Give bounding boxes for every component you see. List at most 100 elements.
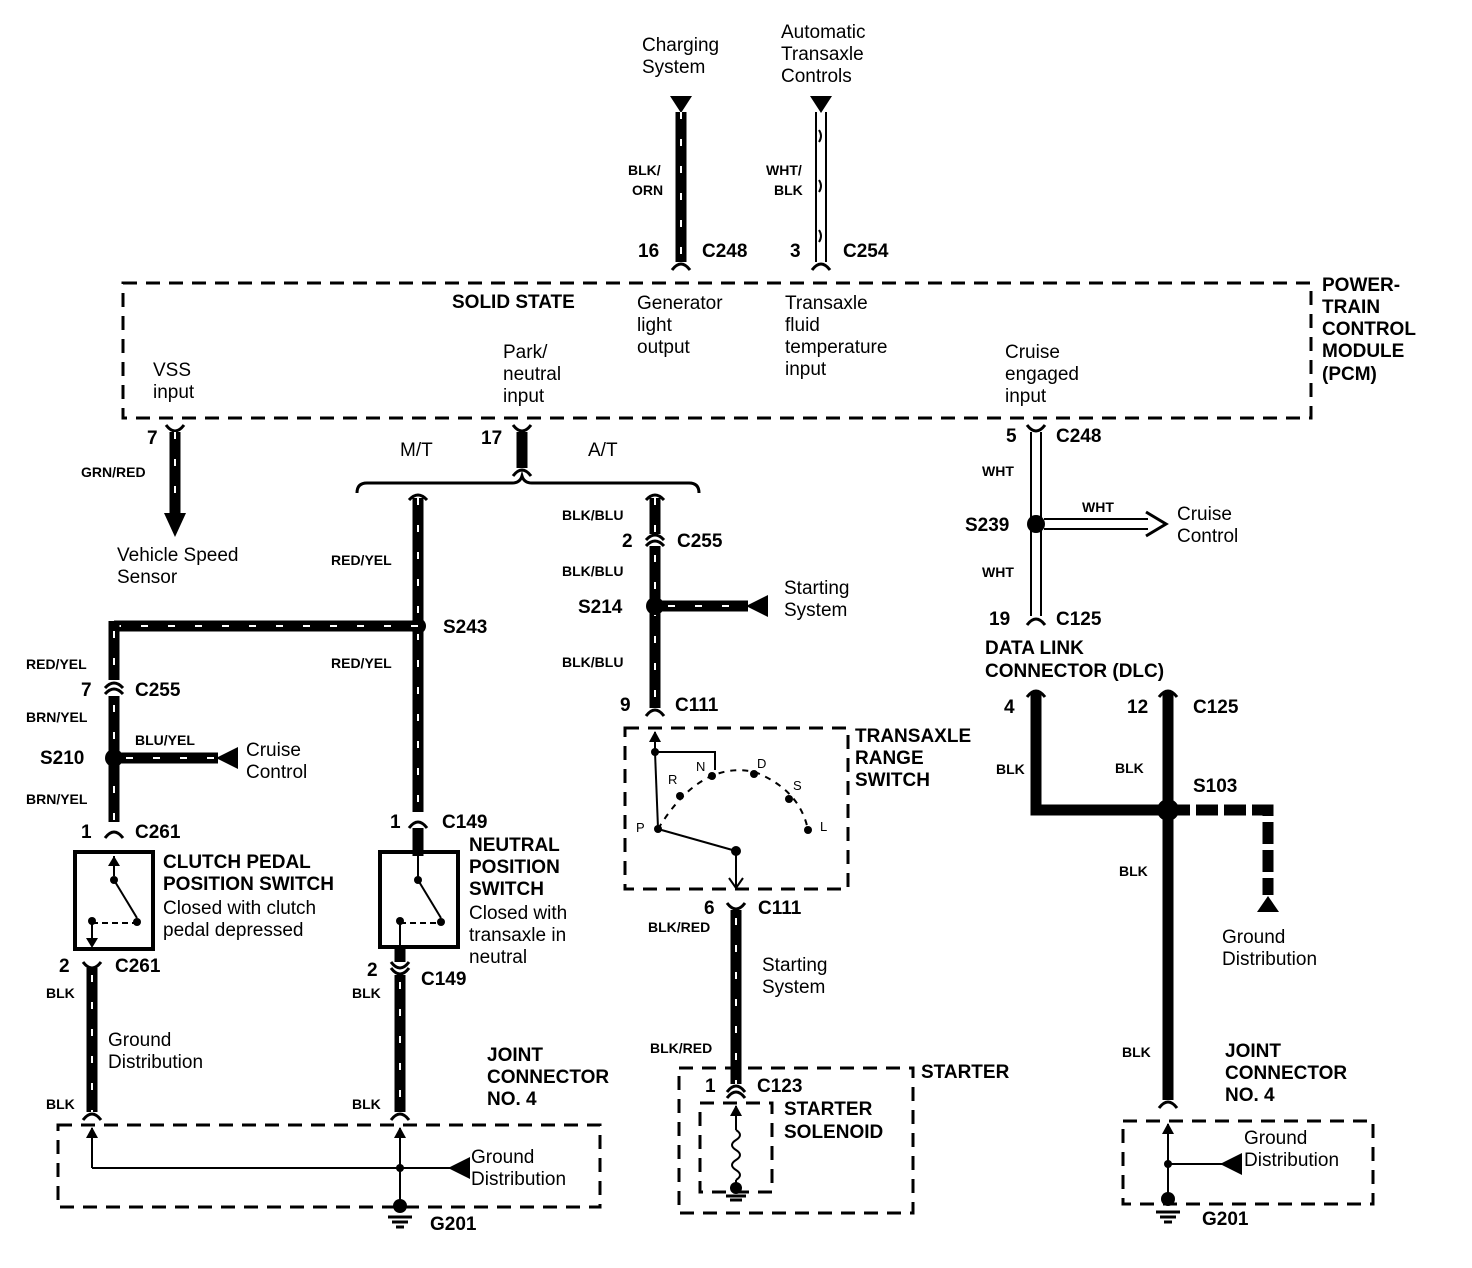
gen-label-1: Generator	[637, 293, 723, 314]
blk-dlc-2: BLK	[1115, 760, 1144, 776]
pos-d: D	[757, 756, 766, 771]
trs-title-1: TRANSAXLE	[855, 726, 971, 747]
cruise-mt-2: Control	[246, 762, 307, 783]
starting-1: Starting	[784, 578, 849, 599]
nps-desc-1: Closed with	[469, 903, 567, 924]
brn-yel-label-1: BRN/YEL	[26, 709, 88, 725]
blk-mt-3: BLK	[352, 985, 381, 1001]
red-yel-label-3: RED/YEL	[26, 656, 87, 672]
jc4-right-box	[1121, 1119, 1375, 1206]
s210-label: S210	[40, 748, 84, 769]
gen-label-3: output	[637, 337, 691, 358]
blk-orn-label-2: ORN	[632, 182, 663, 198]
tft-label-2: fluid	[785, 315, 820, 336]
starter-box	[677, 1066, 915, 1215]
red-yel-label-1: RED/YEL	[331, 552, 392, 568]
blk-dlc-4: BLK	[1122, 1044, 1151, 1060]
vss-pin-label: 7	[147, 428, 158, 449]
cruise-in-label-3: input	[1005, 386, 1047, 407]
c123-pin: 1	[705, 1076, 716, 1097]
ground-dlc1-1: Ground	[1222, 927, 1285, 948]
red-yel-label-2: RED/YEL	[331, 655, 392, 671]
blu-yel-label: BLU/YEL	[135, 732, 195, 748]
clutch-desc-2: pedal depressed	[163, 920, 304, 941]
c111-label-1: C111	[675, 695, 719, 716]
blk-blu-3: BLK/BLU	[562, 654, 623, 670]
wht-blk-label-2: BLK	[774, 182, 803, 198]
blk-blu-2: BLK/BLU	[562, 563, 623, 579]
s243-label: S243	[443, 617, 487, 638]
vss-dest-2: Sensor	[117, 567, 178, 588]
pin-4: 4	[1004, 697, 1015, 718]
c255-at-label: C255	[677, 531, 723, 552]
ground-dlc2-1: Ground	[1244, 1128, 1307, 1149]
pos-n: N	[696, 759, 705, 774]
atc-label-2: Transaxle	[781, 44, 864, 65]
vss-label-1: VSS	[153, 360, 191, 381]
c111-pin-9: 9	[620, 695, 631, 716]
cruise-in-label-1: Cruise	[1005, 342, 1060, 363]
c261-pin-2: 2	[59, 956, 70, 977]
solid-state-label: SOLID STATE	[452, 292, 575, 313]
charging-arrow-icon	[670, 96, 692, 113]
s239-label: S239	[965, 515, 1009, 536]
pin-3-label: 3	[790, 241, 801, 262]
tft-label-3: temperature	[785, 337, 887, 358]
charging-system-label-2: System	[642, 57, 705, 78]
nps-desc-3: neutral	[469, 947, 527, 968]
clutch-desc-1: Closed with clutch	[163, 898, 316, 919]
clutch-switch-box	[73, 850, 155, 951]
c111-label-2: C111	[758, 898, 802, 919]
c255-mt-pin: 7	[81, 680, 92, 701]
dlc-title-2: CONNECTOR (DLC)	[985, 661, 1164, 682]
ground-icon	[1156, 1210, 1180, 1224]
at-label: A/T	[588, 440, 618, 461]
pin-5: 5	[1006, 426, 1017, 447]
starting-4: System	[762, 977, 825, 998]
c255-at-pin: 2	[622, 531, 633, 552]
pos-l: L	[820, 819, 827, 834]
ground-dlc1-2: Distribution	[1222, 949, 1317, 970]
atc-arrow-icon	[810, 96, 832, 113]
blk-mt-1: BLK	[46, 985, 75, 1001]
pos-s: S	[793, 778, 802, 793]
ground-mt2-2: Distribution	[471, 1169, 566, 1190]
wht-1: WHT	[982, 463, 1014, 479]
c149-pin-1: 1	[390, 812, 401, 833]
charging-system-label-1: Charging	[642, 35, 719, 56]
g201-right: G201	[1202, 1209, 1249, 1230]
ground-mt1-1: Ground	[108, 1030, 171, 1051]
grn-red-label: GRN/RED	[81, 464, 146, 480]
solenoid-1: STARTER	[784, 1099, 873, 1120]
pin-19: 19	[989, 609, 1010, 630]
pos-p: P	[636, 820, 645, 835]
jc4-right-2: CONNECTOR	[1225, 1063, 1347, 1084]
at-side: BLK/BLU 2 C255 BLK/BLU S214 Starting Sys…	[562, 493, 1010, 1215]
c248-top-label: C248	[702, 241, 747, 262]
blk-red-1: BLK/RED	[648, 919, 710, 935]
nps-title-2: POSITION	[469, 857, 560, 878]
clutch-title-2: POSITION SWITCH	[163, 874, 334, 895]
pcm-title-2: TRAIN	[1322, 297, 1380, 318]
jc4-left-1: JOINT	[487, 1045, 543, 1066]
pcm-title-3: CONTROL	[1322, 319, 1416, 340]
pn-label-2: neutral	[503, 364, 561, 385]
jc4-left-3: NO. 4	[487, 1089, 537, 1110]
mt-label: M/T	[400, 440, 433, 461]
pcm-title-1: POWER-	[1322, 275, 1400, 296]
ground-mt2-1: Ground	[471, 1147, 534, 1168]
vss-label-2: input	[153, 382, 195, 403]
cruise-mt-1: Cruise	[246, 740, 301, 761]
nps-title-3: SWITCH	[469, 879, 544, 900]
cruise-dlc-2: Control	[1177, 526, 1238, 547]
jc4-right-3: NO. 4	[1225, 1085, 1275, 1106]
c261-label-2: C261	[115, 956, 161, 977]
c261-pin-1: 1	[81, 822, 92, 843]
blk-mt-2: BLK	[46, 1096, 75, 1112]
vss-arrow-icon	[164, 513, 186, 537]
brn-yel-label-2: BRN/YEL	[26, 791, 88, 807]
c149-pin-2: 2	[367, 960, 378, 981]
dlc-title-1: DATA LINK	[985, 638, 1084, 659]
atc-feed: Automatic Transaxle Controls WHT/ BLK 3 …	[766, 22, 889, 271]
